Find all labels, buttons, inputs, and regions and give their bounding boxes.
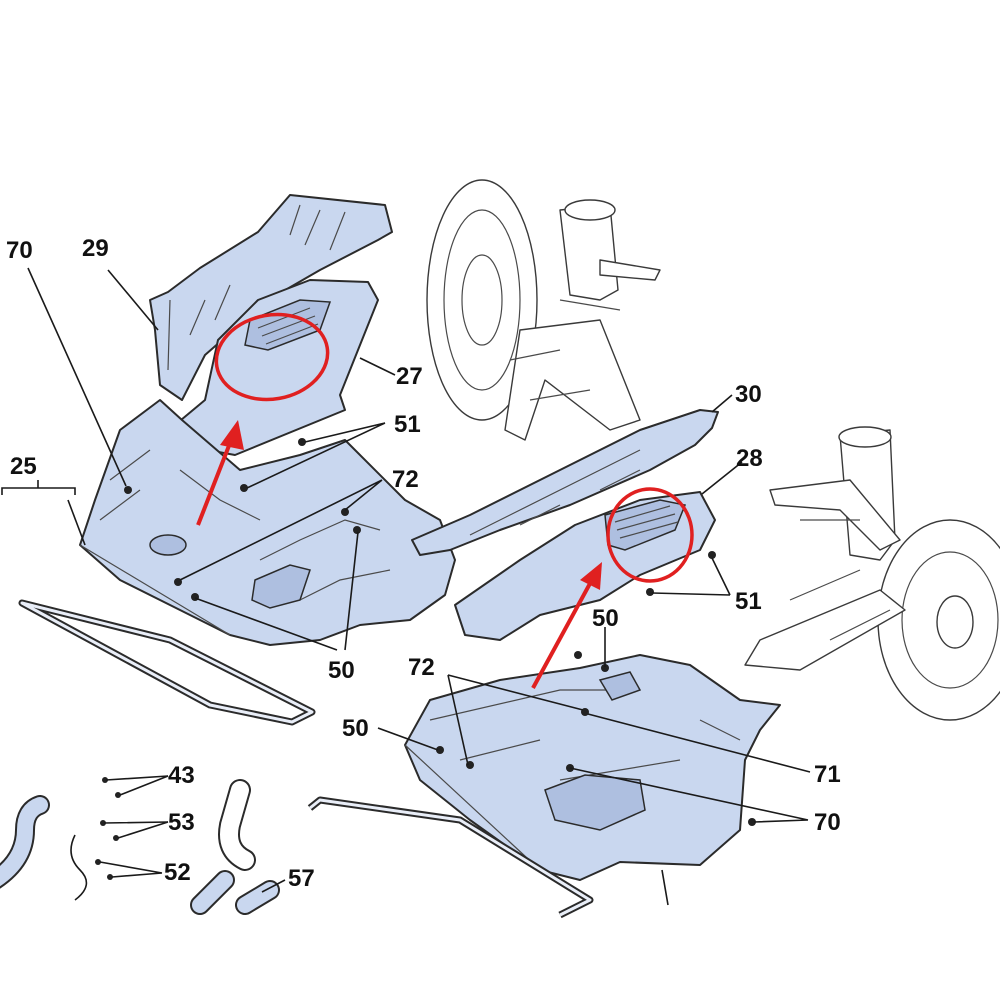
- upper-brake-disc: [426, 179, 538, 421]
- callout-labels: 70 29 25 27 51 72 50 30 28 51 50 72 50 7…: [6, 235, 841, 892]
- leader-lines: [1, 267, 811, 906]
- left-tray-port: [149, 534, 187, 556]
- left-tray-recess: [251, 564, 311, 609]
- highlight-circle-left: [214, 312, 330, 402]
- callout-28: 28: [736, 445, 763, 472]
- right-control-arm: [744, 589, 906, 671]
- callout-71: 71: [814, 761, 841, 788]
- callout-51-left: 51: [394, 411, 421, 438]
- left-main-tray: [79, 399, 456, 646]
- left-tray-ribs: [99, 449, 391, 601]
- callout-51-right: 51: [735, 588, 762, 615]
- callout-50-right-upper: 50: [592, 605, 619, 632]
- arrow-right: [531, 562, 602, 689]
- right-seal-frame: [307, 796, 594, 919]
- callout-50-left: 50: [328, 657, 355, 684]
- lower-hoses: [0, 779, 280, 915]
- callout-70-left: 70: [6, 237, 33, 264]
- callout-72-right: 72: [408, 654, 435, 681]
- callout-72-left: 72: [392, 466, 419, 493]
- upper-control-arm: [504, 319, 641, 441]
- highlight-circle-right: [606, 487, 694, 583]
- callout-50-right-lower: 50: [342, 715, 369, 742]
- callout-57: 57: [288, 865, 315, 892]
- callout-30: 30: [735, 381, 762, 408]
- arrow-left: [196, 420, 244, 526]
- left-seal-frame: [18, 599, 316, 726]
- callout-53: 53: [168, 809, 195, 836]
- upper-suspension-assembly: [426, 179, 661, 441]
- callout-29: 29: [82, 235, 109, 262]
- right-suspension-assembly: [744, 426, 1000, 721]
- right-main-tray: [404, 654, 781, 881]
- left-tray-base-edge: [79, 544, 231, 636]
- part-30-long-duct: [411, 409, 719, 556]
- callout-25: 25: [10, 453, 37, 480]
- left-underbody-assembly: [79, 194, 456, 646]
- callout-52: 52: [164, 859, 191, 886]
- callout-70-right: 70: [814, 809, 841, 836]
- part-29-ridges: [167, 204, 346, 371]
- callout-43: 43: [168, 762, 195, 789]
- callout-27: 27: [396, 363, 423, 390]
- highlight-annotations: [196, 312, 694, 689]
